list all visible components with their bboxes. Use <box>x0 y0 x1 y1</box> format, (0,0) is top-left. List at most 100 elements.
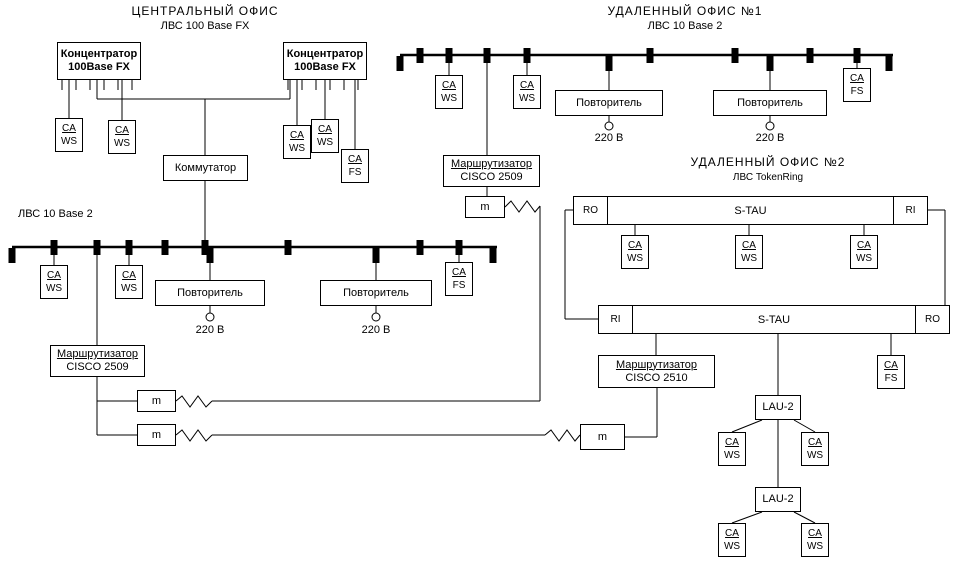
workstation-label: WS <box>723 541 741 552</box>
router-label-line2: CISCO 2509 <box>66 361 129 373</box>
adapter-label: CA <box>452 267 466 278</box>
hub-label-line2: 100Base FX <box>68 61 130 73</box>
power-label: 220 В <box>594 132 624 144</box>
stau-label: S-TAU <box>734 204 767 217</box>
bus-terminator <box>8 248 16 263</box>
modem-central-1: m <box>137 390 176 412</box>
workstation-label: WS <box>60 136 78 147</box>
workstation-label: WS <box>806 541 824 552</box>
wire <box>793 511 816 524</box>
lau-1: LAU-2 <box>755 395 801 420</box>
fileserver-label: FS <box>452 280 466 291</box>
modem-label: m <box>597 430 608 443</box>
adapter-label: CA <box>884 360 898 371</box>
router-label-line2: CISCO 2509 <box>460 171 523 183</box>
bnc-tap <box>416 48 424 63</box>
router-label-line1: Маршрутизатор <box>56 348 139 360</box>
router-label-line2: CISCO 2510 <box>625 371 688 384</box>
central-hub-wiring <box>61 80 359 247</box>
fileserver-label: FS <box>348 167 362 178</box>
bus-terminator <box>885 56 893 71</box>
workstation-label: WS <box>740 253 758 264</box>
repeater-label: Повторитель <box>343 286 409 299</box>
lau-label: LAU-2 <box>762 493 794 505</box>
adapter-label: CA <box>47 270 61 281</box>
stau-label: S-TAU <box>757 313 791 326</box>
central-office-lan-subtitle: ЛВС 100 Base FX <box>160 20 250 32</box>
adapter-label: CA <box>628 240 642 251</box>
hub-label-line1: Концентратор <box>60 48 138 60</box>
workstation-label: WS <box>626 253 644 264</box>
workstation-label: WS <box>45 283 63 294</box>
bus-terminator <box>396 56 404 71</box>
lau-label: LAU-2 <box>762 401 794 413</box>
office1-bus-drops <box>448 55 858 196</box>
modem-label: m <box>151 394 162 407</box>
workstation-label: WS <box>120 283 138 294</box>
power-connector <box>371 312 381 322</box>
wire <box>731 511 763 524</box>
bnc-tap <box>646 48 654 63</box>
office2-ring-wiring <box>564 209 946 524</box>
bnc-tap <box>416 240 424 255</box>
stau-1: RO S-TAU RI <box>573 196 928 225</box>
serial-link-zigzag-icon <box>504 200 541 213</box>
workstation-label: WS <box>855 253 873 264</box>
repeater-office1-2: Повторитель <box>713 90 827 116</box>
adapter-label: CA <box>857 240 871 251</box>
serial-link-zigzag-icon <box>544 429 581 442</box>
power-label: 220 В <box>195 324 225 336</box>
workstation-label: WS <box>316 137 334 148</box>
adapter-label: CA <box>808 437 822 448</box>
hub-100basefx-2: Концентратор 100Base FX <box>283 42 367 80</box>
router-office2-cisco2510: Маршрутизатор CISCO 2510 <box>598 355 715 388</box>
stau-port-ro: RO <box>574 197 608 224</box>
router-label-line1: Маршрутизатор <box>450 158 533 170</box>
station-ca-fs: CA FS <box>341 149 369 183</box>
power-connector <box>205 312 215 322</box>
station-ca-ws: CA WS <box>55 118 83 152</box>
adapter-label: CA <box>520 80 534 91</box>
wire <box>793 419 816 433</box>
station-ca-ws: CA WS <box>283 125 311 159</box>
hub-100basefx-1: Концентратор 100Base FX <box>57 42 141 80</box>
office2-lan-subtitle: ЛВС TokenRing <box>732 172 804 183</box>
workstation-label: WS <box>806 450 824 461</box>
adapter-label: CA <box>115 125 129 136</box>
adapter-label: CA <box>348 154 362 165</box>
office1-lan-subtitle: ЛВС 10 Base 2 <box>647 20 723 32</box>
router-office1-cisco2509: Маршрутизатор CISCO 2509 <box>443 155 540 187</box>
workstation-label: WS <box>288 143 306 154</box>
stau-2: RI S-TAU RO <box>598 305 950 334</box>
fileserver-label: FS <box>884 373 898 384</box>
bnc-tap <box>284 240 292 255</box>
central-bus-drops <box>53 247 460 345</box>
station-ca-fs: CA FS <box>877 355 905 389</box>
stau-port-ri: RI <box>599 306 633 333</box>
serial-link-zigzag-icon <box>175 395 213 408</box>
bnc-tap <box>731 48 739 63</box>
modem-label: m <box>480 200 490 213</box>
power-label: 220 В <box>755 132 785 144</box>
serial-link-zigzag-icon <box>175 429 213 442</box>
power-label: 220 В <box>361 324 391 336</box>
central-segment-lan-label: ЛВС 10 Base 2 <box>18 208 93 220</box>
stau-port-ri: RI <box>893 197 927 224</box>
repeater-central-1: Повторитель <box>155 280 265 306</box>
lau-2: LAU-2 <box>755 487 801 512</box>
station-ca-ws: CA WS <box>850 235 878 269</box>
bnc-tap <box>161 240 169 255</box>
stau-port-ro: RO <box>915 306 949 333</box>
hub-label-line2: 100Base FX <box>294 61 356 73</box>
adapter-label: CA <box>62 123 76 134</box>
central-lan-bus <box>8 240 497 263</box>
hub-label-line1: Концентратор <box>286 48 364 60</box>
adapter-label: CA <box>290 130 304 141</box>
